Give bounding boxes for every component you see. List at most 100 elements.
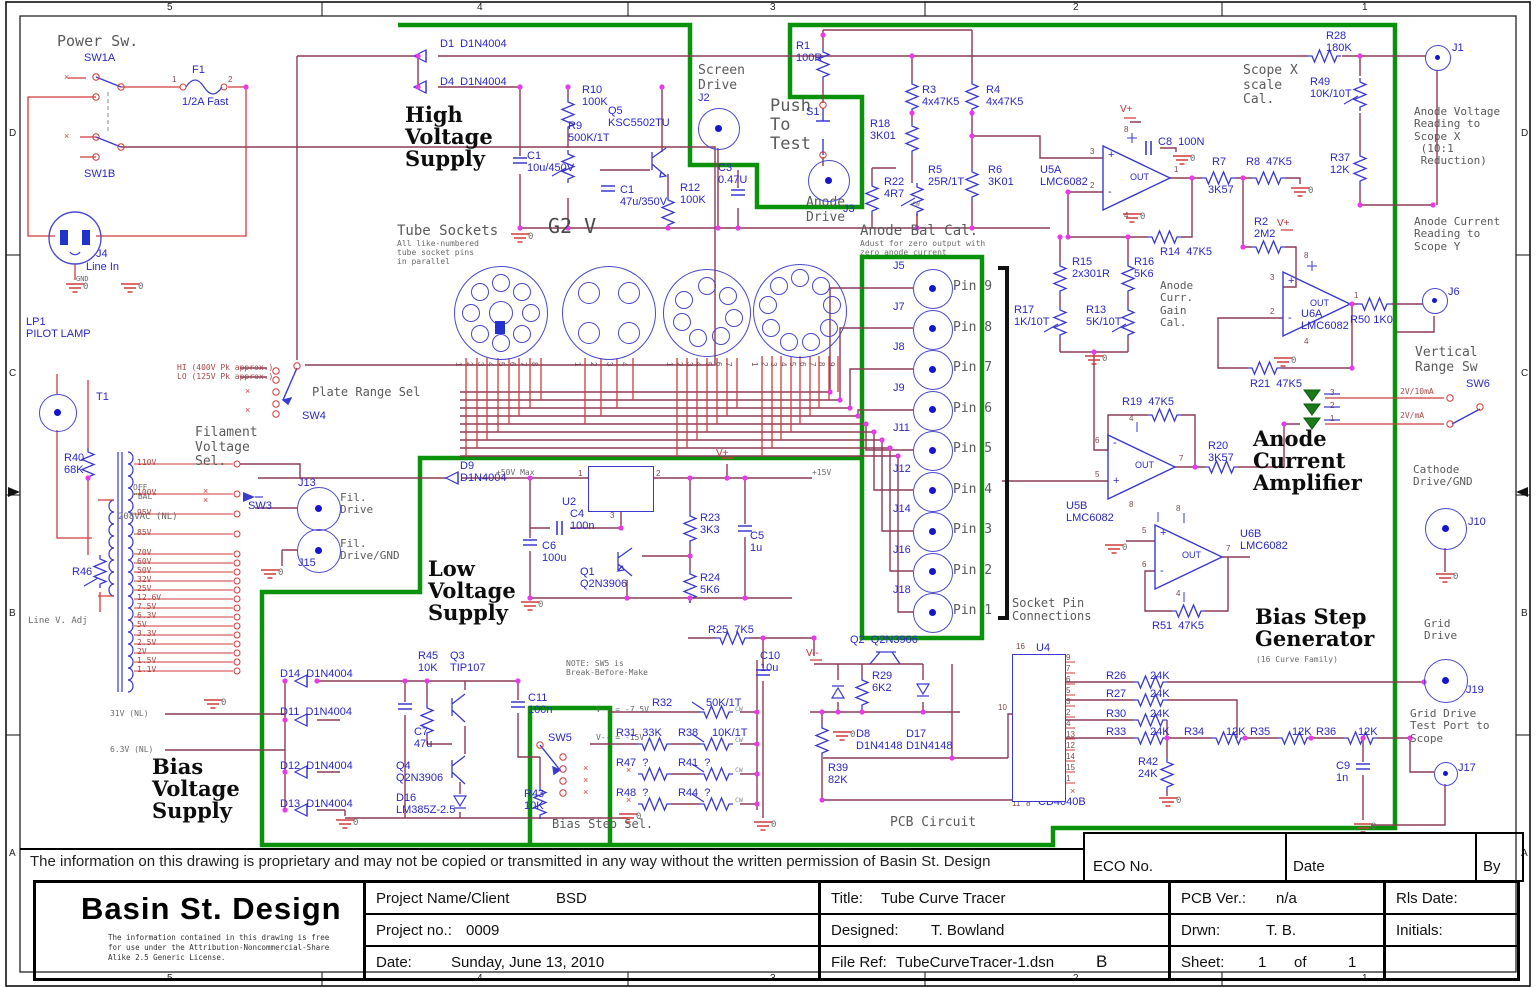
socket-hole (617, 321, 640, 344)
label-r12-100k: R12 100K (680, 182, 706, 207)
zone-right-D: D (1521, 128, 1529, 139)
label-d11-d1n4004: D11 D1N4004 (280, 706, 352, 718)
socket-hole (578, 282, 601, 305)
tap-1.1V: 1.1V (137, 665, 157, 674)
u4-pinnum-q2: 7 (1066, 664, 1071, 673)
label-r18-3k01: R18 3K01 (870, 118, 896, 143)
socket-hole (698, 277, 716, 295)
label-r50-1k0: R50 1K0 (1350, 314, 1393, 326)
label-r3-4x47k5: R3 4x47K5 (922, 84, 960, 109)
label-c5-1u: C5 1u (750, 530, 765, 555)
label-: × (1070, 786, 1076, 796)
tap-60V: 60V (137, 557, 152, 566)
disclaimer-rule (20, 848, 1083, 850)
jack-label-j12: J12 (893, 462, 911, 475)
u4-pinnum-q10: 14 (1066, 752, 1075, 761)
label-3: 3 (1330, 388, 1335, 397)
label-: + (1160, 527, 1167, 539)
label-off: OFF (133, 483, 148, 492)
label-tube-sockets: Tube Sockets (397, 223, 499, 239)
pcb-boundary-green (259, 22, 1398, 848)
label-r47: R47 ? (616, 757, 649, 769)
zone-top-3: 3 (770, 2, 776, 13)
label-u5a-lmc6082: U5A LMC6082 (1040, 164, 1088, 189)
socket-hole (802, 333, 821, 351)
ground-zero: 0 (1308, 186, 1314, 196)
label-power-sw: Power Sw. (57, 32, 139, 50)
jack-label-j7: J7 (893, 300, 905, 313)
zone-top-2: 2 (1073, 2, 1079, 13)
label-7: 7 (1226, 544, 1231, 553)
jack-j10 (1425, 508, 1467, 550)
label-c4-100n: C4 100n (570, 508, 595, 533)
ground-zero: 0 (1122, 543, 1128, 553)
sheet-border-outer (5, 1, 1531, 987)
tap-2.5V: 2.5V (137, 638, 157, 647)
label-r22-4r7: R22 4R7 (884, 176, 905, 201)
label-bias-voltage-supply: Bias Voltage Supply (152, 754, 240, 824)
label-filament-voltage-sel: Filament Voltage Sel. (195, 425, 258, 470)
socket-4-pin-5: 5 (788, 362, 798, 367)
label-r4-4x47k5: R4 4x47K5 (986, 84, 1024, 109)
socket-hole (674, 290, 693, 309)
socket-1-pin-3: 3 (475, 362, 485, 367)
label-d13-d1n4004: D13 D1N4004 (280, 798, 353, 810)
label-cathode-drive-gnd: Cathode Drive/GND (1413, 463, 1473, 489)
projno-value: 0009 (466, 922, 500, 939)
label-: - (1288, 312, 1292, 324)
zone-left-B: B (9, 608, 16, 619)
label-d9-d1n4004: D9 D1N4004 (460, 460, 507, 485)
label-cw: CW (735, 736, 743, 744)
date-label: Date: (376, 954, 412, 971)
label-2: 2 (1330, 401, 1335, 410)
label-hi-400v-pk-approx: HI (400V Pk approx.) (177, 363, 274, 372)
label-lp1-pilot-lamp: LP1 PILOT LAMP (26, 316, 91, 341)
ground-zero: 0 (1190, 154, 1196, 164)
tube-socket-2 (562, 266, 656, 360)
tap-70V: 70V (137, 548, 152, 557)
tap-32V: 32V (137, 575, 152, 584)
u2-pinnum-1: 1 (578, 469, 583, 478)
jack-j2 (698, 108, 740, 150)
title-value: Tube Curve Tracer (881, 890, 1006, 907)
jack-j8 (913, 350, 953, 390)
label-1: 1 (1330, 414, 1335, 423)
label-gnd: GND (76, 275, 89, 283)
label-1: 1 (172, 75, 177, 84)
label-r37-12k: R37 12K (1330, 152, 1351, 177)
u4-pinnum-q7: 4 (1066, 719, 1071, 728)
label-t1: T1 (96, 391, 109, 403)
socket-2-pin-4: 4 (620, 362, 630, 367)
label-r6-3k01: R6 3K01 (988, 164, 1014, 189)
label-low-voltage-supply: Low Voltage Supply (428, 556, 516, 626)
ground-zero: 0 (850, 730, 856, 740)
label-j3: J3 (843, 203, 855, 215)
tap-50V: 50V (137, 566, 152, 575)
label-lo-125v-pk-approx: LO (125V Pk approx.) (177, 372, 274, 381)
label-out: OUT (1182, 550, 1201, 560)
label-line-v-adj: Line V. Adj (28, 616, 88, 626)
label-v-7-5v: V-- = -7.5V (596, 705, 649, 714)
u4-pinnum-q3: 6 (1066, 675, 1071, 684)
label-r51-47k5: R51 47K5 (1152, 620, 1204, 632)
socket-hole (718, 286, 737, 305)
label-r17-1k-10t: R17 1K/10T (1014, 304, 1050, 329)
label-r39-82k: R39 82K (828, 762, 849, 787)
license-text: The information contained in this drawin… (108, 933, 330, 962)
label-bias-step-sel: Bias Step Sel. (552, 817, 654, 831)
label-r19-47k5: R19 47K5 (1122, 396, 1174, 408)
wires-red (27, 77, 1444, 661)
company-name: Basin St. Design (81, 891, 342, 926)
label-1: 1 (1354, 291, 1359, 300)
socket-hole (522, 304, 540, 322)
label-cw: CW (735, 796, 743, 804)
label-anode-current-amplifier: Anode Current Amplifier (1253, 426, 1362, 496)
label-c7-47u: C7 47u (414, 726, 433, 751)
label-r36: R36 (1316, 726, 1337, 738)
u4-pinnum-q6: 2 (1066, 708, 1071, 717)
jack-j5 (913, 269, 953, 309)
tap-25V: 25V (137, 584, 152, 593)
label-q4-q2n3906: Q4 Q2N3906 (396, 760, 444, 785)
label-u6b-lmc6082: U6B LMC6082 (1240, 528, 1288, 553)
label-r32: R32 (652, 697, 673, 709)
